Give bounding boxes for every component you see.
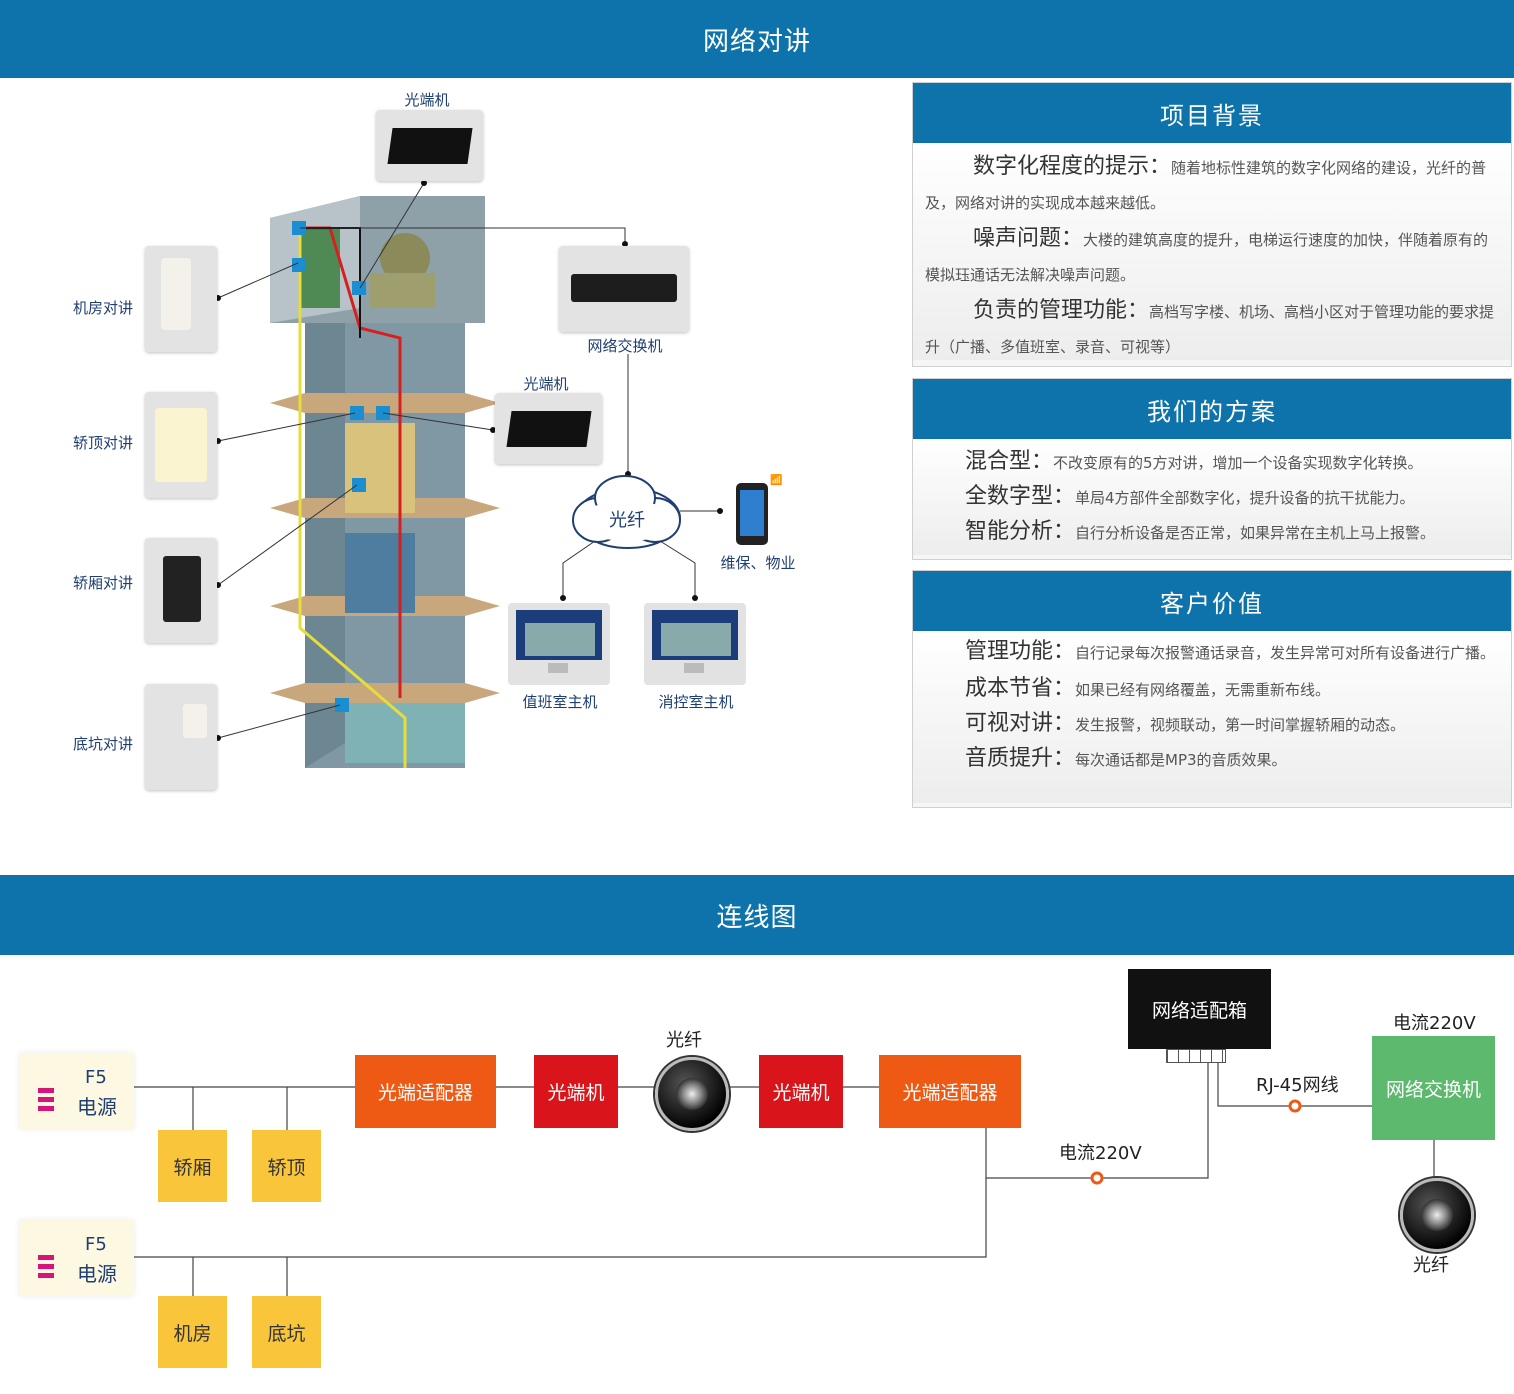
network-adapter-box: 网络适配箱 [1128,969,1271,1049]
fiber-mid-label: 光纤 [666,1030,702,1051]
power-2-line1: F5 [85,1234,107,1255]
top-banner: 网络对讲 [0,0,1514,78]
optical-right: 光端机 [759,1055,843,1128]
current-top-label: 电流220V [1393,1013,1476,1034]
solution-panel-title: 我们的方案 [913,379,1511,439]
fiber-right-icon [1400,1178,1474,1252]
power-1-line2: 电源 [77,1095,117,1119]
solution-panel: 我们的方案 混合型：不改变原有的5方对讲，增加一个设备实现数字化转换。 全数字型… [912,378,1512,560]
duty-host-monitor [508,603,610,685]
phone-label: 维保、物业 [720,554,796,572]
background-item: 数字化程度的提示：随着地标性建筑的数字化网络的建设，光纤的普及，网络对讲的实现成… [925,154,1487,212]
adapter-right: 光端适配器 [879,1055,1021,1128]
background-item: 噪声问题：大楼的建筑高度的提升，电梯运行速度的加快，伴随着原有的模拟珏通话无法解… [925,226,1489,284]
car-terminal: 轿厢 [158,1130,227,1202]
mid-optical-image [495,393,602,464]
pit-terminal: 底坑 [252,1296,321,1368]
value-panel-title: 客户价值 [913,571,1511,631]
value-panel: 客户价值 管理功能：自行记录每次报警通话录音，发生异常可对所有设备进行广播。 成… [912,570,1512,808]
optical-left: 光端机 [534,1055,618,1128]
value-item: 管理功能：自行记录每次报警通话录音，发生异常可对所有设备进行广播。 [965,639,1496,664]
network-box-ports [1166,1049,1226,1063]
elevator-car [345,423,415,513]
value-item: 成本节省：如果已经有网络覆盖，无需重新布线。 [965,676,1331,701]
fire-host-label: 消控室主机 [658,693,734,711]
car-top-label: 轿顶对讲 [73,434,134,452]
fiber-mid-icon [655,1057,729,1131]
top-optical-label: 光端机 [404,91,450,109]
fiber-right-label: 光纤 [1413,1255,1449,1276]
car-intercom-image [145,538,217,643]
power-supply-2: F5 电源 [19,1220,134,1296]
wiring-banner-title: 连线图 [716,902,798,933]
top-optical-image [376,110,483,181]
solution-item: 智能分析：自行分析设备是否正常，如果异常在主机上马上报警。 [965,519,1436,544]
background-panel-title: 项目背景 [913,83,1511,143]
power-1-line1: F5 [85,1067,107,1088]
switch-label: 网络交换机 [587,337,663,355]
svg-text:📶: 📶 [770,473,782,486]
fiber-cloud [572,475,681,549]
current-mid-label: 电流220V [1059,1143,1142,1164]
power-icon [38,1255,54,1279]
adapter-left: 光端适配器 [355,1055,496,1128]
background-item: 负责的管理功能：高档写字楼、机场、高档小区对于管理功能的要求提升（广播、多值班室… [925,298,1495,356]
machine-room-intercom-image [145,246,217,352]
wiring-banner: 连线图 [0,875,1514,955]
elevator-illustration: 📶 [215,180,782,768]
switch-image [559,246,689,332]
car-top-intercom-image [145,392,217,498]
background-panel: 项目背景 数字化程度的提示：随着地标性建筑的数字化网络的建设，光纤的普及，网络对… [912,82,1512,367]
value-item: 可视对讲：发生报警，视频联动，第一时间掌握轿厢的动态。 [965,711,1406,736]
machine-room-terminal: 机房 [158,1296,227,1368]
power-2-line2: 电源 [77,1262,117,1286]
power-supply-1: F5 电源 [19,1053,134,1129]
pit-intercom-image [145,684,217,790]
cloud-label: 光纤 [609,510,645,531]
network-switch-box: 网络交换机 [1372,1036,1495,1140]
power-icon [38,1088,54,1112]
car-label: 轿厢对讲 [73,574,134,592]
rj45-label: RJ-45网线 [1256,1075,1339,1096]
duty-host-label: 值班室主机 [522,693,598,711]
car-top-terminal: 轿顶 [252,1130,321,1202]
solution-item: 混合型：不改变原有的5方对讲，增加一个设备实现数字化转换。 [965,449,1423,474]
machine-room-label: 机房对讲 [73,299,134,317]
top-banner-title: 网络对讲 [702,26,811,57]
solution-item: 全数字型：单局4方部件全部数字化，提升设备的抗干扰能力。 [965,484,1415,509]
mid-optical-label: 光端机 [523,375,569,393]
value-item: 音质提升：每次通话都是MP3的音质效果。 [965,746,1287,771]
fire-host-monitor [644,603,746,685]
pit-label: 底坑对讲 [73,735,134,753]
